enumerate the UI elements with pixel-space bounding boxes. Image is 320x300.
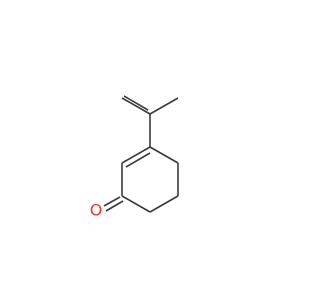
bond-c2-c3-inner bbox=[125, 152, 151, 168]
bond-c7-c8-second bbox=[123, 95, 149, 111]
molecule-structure: O bbox=[90, 95, 179, 220]
bond-layer bbox=[103, 95, 179, 213]
structure-canvas: O bbox=[89, 95, 179, 220]
bond-c1-o bbox=[103, 196, 121, 207]
bond-c2-c3 bbox=[121, 146, 151, 164]
bond-c5-c6 bbox=[149, 195, 179, 213]
bond-c7-c9 bbox=[149, 97, 179, 115]
oxygen-atom-label: O bbox=[90, 201, 103, 220]
bond-c7-c8 bbox=[121, 97, 151, 115]
bond-c6-c1 bbox=[121, 195, 151, 213]
bond-c3-c4 bbox=[149, 146, 179, 164]
atom-label-layer: O bbox=[90, 201, 103, 220]
bond-c1-o-second bbox=[105, 200, 124, 212]
